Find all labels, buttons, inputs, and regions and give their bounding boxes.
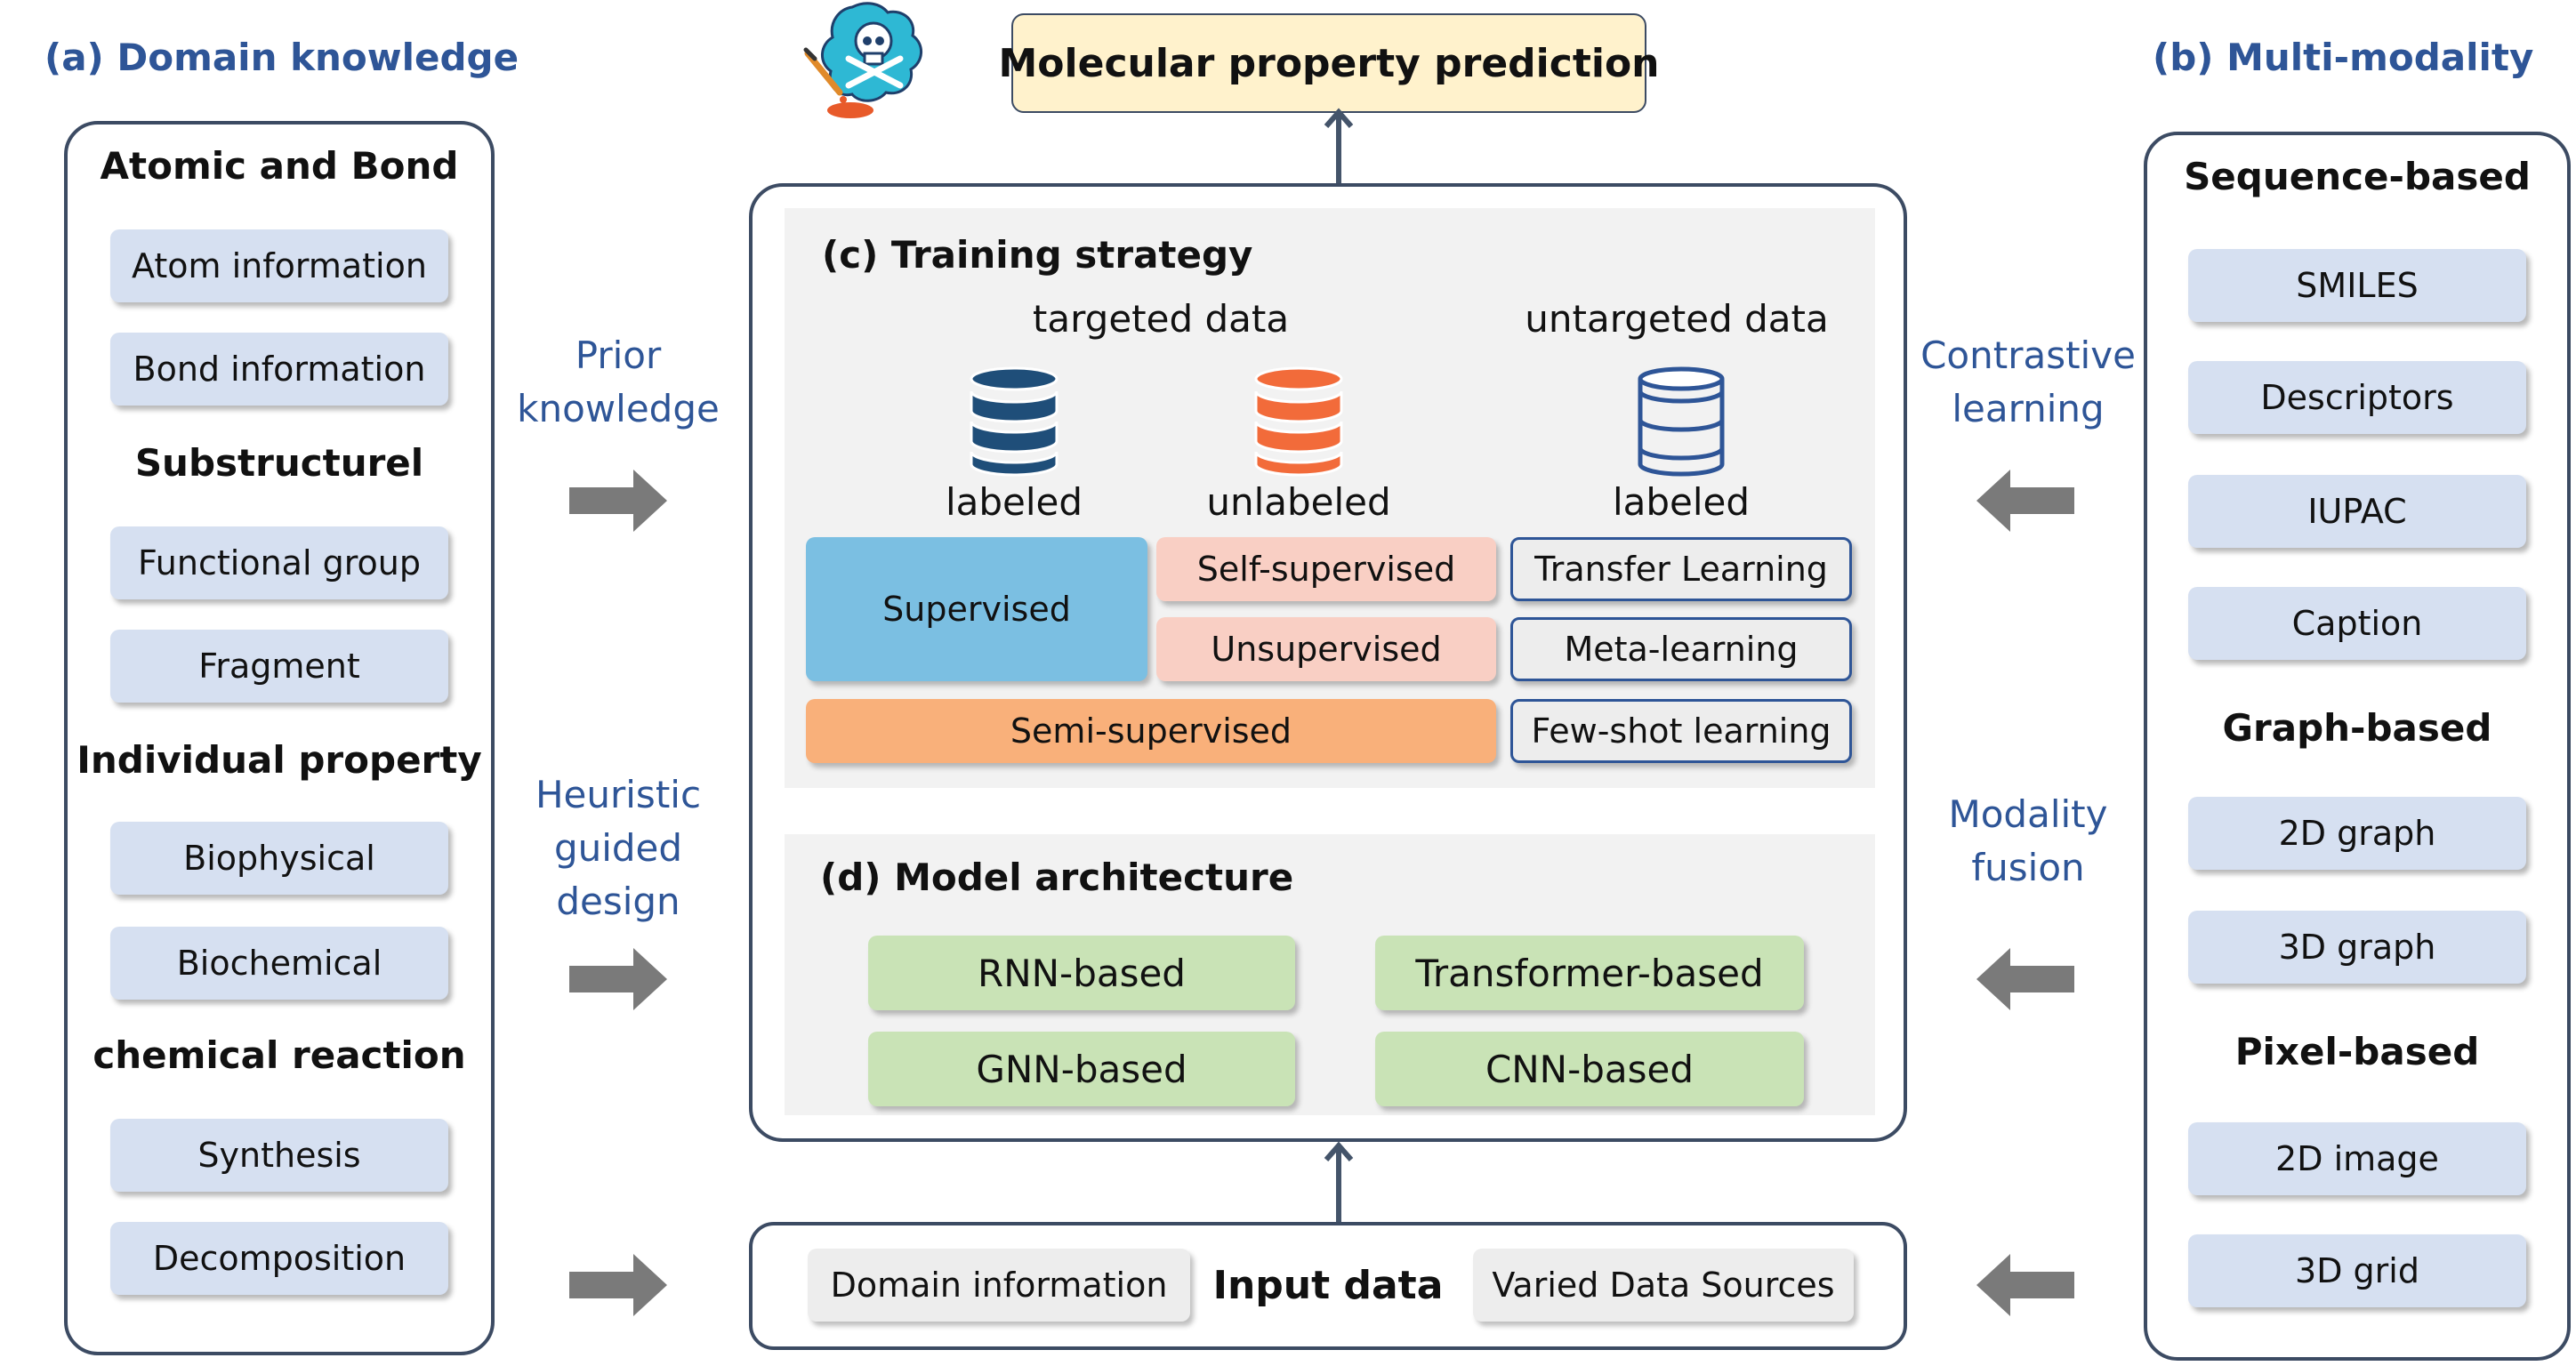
prior-line-2: knowledge bbox=[517, 387, 720, 430]
arrow-right-prior bbox=[569, 470, 667, 532]
untargeted-data-label: untargeted data bbox=[1525, 297, 1829, 341]
group-heading-individual-property: Individual property bbox=[76, 738, 482, 782]
unlabeled-database-icon bbox=[1254, 366, 1343, 477]
fusion-line-2: fusion bbox=[1971, 846, 2085, 889]
chip-biophysical: Biophysical bbox=[110, 822, 448, 895]
arrow-right-heuristic bbox=[569, 948, 667, 1010]
contrastive-line-2: learning bbox=[1952, 387, 2105, 430]
chip-synthesis: Synthesis bbox=[110, 1119, 448, 1192]
fusion-line-1: Modality bbox=[1948, 792, 2108, 836]
chip-3d-graph: 3D graph bbox=[2188, 911, 2526, 984]
self-supervised-box: Self-supervised bbox=[1156, 537, 1496, 601]
group-heading-chemical-reaction: chemical reaction bbox=[93, 1033, 466, 1077]
training-strategy-area bbox=[785, 208, 1875, 788]
arrow-up-input bbox=[1324, 1141, 1354, 1224]
molecular-property-prediction-box: Molecular property prediction bbox=[999, 13, 1660, 113]
semi-supervised-box: Semi-supervised bbox=[806, 699, 1496, 763]
gnn-based-box: GNN-based bbox=[868, 1032, 1295, 1106]
chip-3d-grid: 3D grid bbox=[2188, 1234, 2526, 1307]
toxicity-skull-icon bbox=[803, 2, 922, 118]
supervised-box: Supervised bbox=[806, 537, 1147, 681]
input-data-label: Input data bbox=[1212, 1263, 1444, 1308]
unsupervised-box: Unsupervised bbox=[1156, 617, 1496, 681]
prior-knowledge-label: Prior knowledge bbox=[511, 329, 725, 436]
arrow-up-output bbox=[1324, 108, 1354, 187]
arrow-left-input bbox=[1976, 1254, 2074, 1316]
labeled-label-1: labeled bbox=[945, 480, 1083, 524]
group-heading-pixel: Pixel-based bbox=[2234, 1030, 2480, 1073]
heuristic-line-3: design bbox=[556, 880, 680, 923]
meta-learning-box: Meta-learning bbox=[1510, 617, 1852, 681]
few-shot-learning-box: Few-shot learning bbox=[1510, 699, 1852, 763]
chip-descriptors: Descriptors bbox=[2188, 361, 2526, 434]
chip-atom-information: Atom information bbox=[110, 229, 448, 302]
arrow-left-fusion bbox=[1976, 948, 2074, 1010]
prior-line-1: Prior bbox=[575, 333, 662, 377]
model-architecture-title: (d) Model architecture bbox=[820, 856, 1294, 899]
chip-decomposition: Decomposition bbox=[110, 1222, 448, 1295]
group-heading-atomic-bond: Atomic and Bond bbox=[100, 144, 459, 188]
transformer-based-box: Transformer-based bbox=[1375, 936, 1804, 1010]
chip-bond-information: Bond information bbox=[110, 333, 448, 406]
group-heading-substructure: Substructurel bbox=[134, 441, 424, 485]
targeted-data-label: targeted data bbox=[1032, 297, 1290, 341]
chip-smiles: SMILES bbox=[2188, 249, 2526, 322]
labeled-label-2: labeled bbox=[1612, 480, 1751, 524]
chip-functional-group: Functional group bbox=[110, 526, 448, 599]
arrow-right-input bbox=[569, 1254, 667, 1316]
chip-caption: Caption bbox=[2188, 587, 2526, 660]
arrow-left-contrastive bbox=[1976, 470, 2074, 532]
modality-fusion-label: Modality fusion bbox=[1895, 788, 2161, 895]
chip-biochemical: Biochemical bbox=[110, 927, 448, 1000]
cnn-based-box: CNN-based bbox=[1375, 1032, 1804, 1106]
varied-data-sources-box: Varied Data Sources bbox=[1473, 1249, 1854, 1322]
contrastive-learning-label: Contrastive learning bbox=[1895, 329, 2161, 436]
rnn-based-box: RNN-based bbox=[868, 936, 1295, 1010]
group-heading-sequence: Sequence-based bbox=[2184, 155, 2531, 198]
multi-modality-title: (b) Multi-modality bbox=[2153, 36, 2534, 79]
domain-knowledge-title: (a) Domain knowledge bbox=[44, 36, 519, 79]
unlabeled-label: unlabeled bbox=[1206, 480, 1391, 524]
untargeted-database-icon bbox=[1638, 366, 1725, 477]
chip-2d-graph: 2D graph bbox=[2188, 797, 2526, 870]
heuristic-line-1: Heuristic bbox=[535, 773, 702, 816]
domain-information-box: Domain information bbox=[808, 1249, 1190, 1322]
chip-2d-image: 2D image bbox=[2188, 1122, 2526, 1195]
chip-iupac: IUPAC bbox=[2188, 475, 2526, 548]
training-strategy-title: (c) Training strategy bbox=[822, 233, 1253, 277]
chip-fragment: Fragment bbox=[110, 630, 448, 703]
contrastive-line-1: Contrastive bbox=[1920, 333, 2136, 377]
labeled-database-icon bbox=[970, 366, 1059, 477]
heuristic-line-2: guided bbox=[553, 826, 683, 870]
heuristic-design-label: Heuristic guided design bbox=[511, 768, 725, 928]
group-heading-graph: Graph-based bbox=[2222, 706, 2492, 750]
transfer-learning-box: Transfer Learning bbox=[1510, 537, 1852, 601]
